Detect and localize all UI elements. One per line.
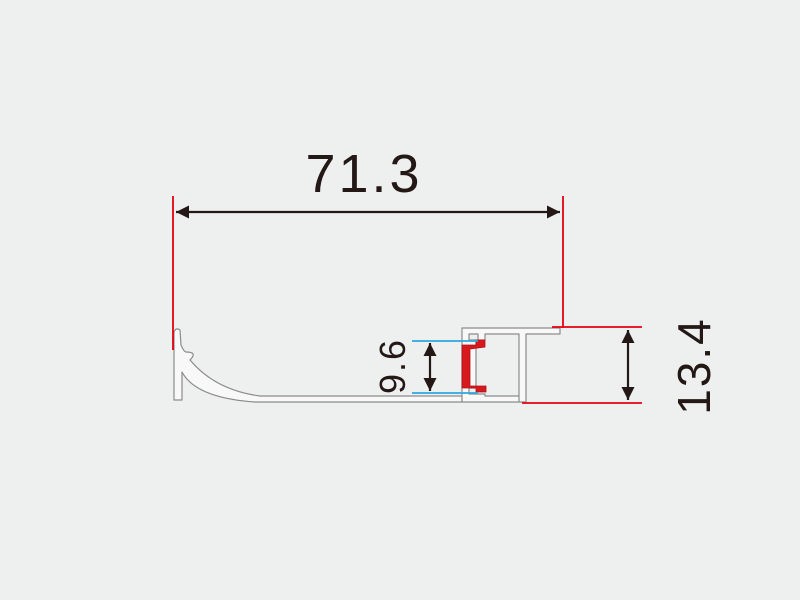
- aluminium-profile: [173, 327, 561, 403]
- dimension-lines: [176, 205, 635, 400]
- overall-height-label: 13.4: [668, 317, 720, 415]
- channel-height-label: 9.6: [372, 338, 413, 394]
- extension-lines-blue: [412, 340, 478, 394]
- extension-lines-red: [172, 196, 642, 404]
- profile-channel-box: [461, 327, 561, 403]
- overall-width-label: 71.3: [305, 144, 422, 204]
- profile-curved-lip: [173, 328, 463, 403]
- rubber-seal: [461, 339, 487, 393]
